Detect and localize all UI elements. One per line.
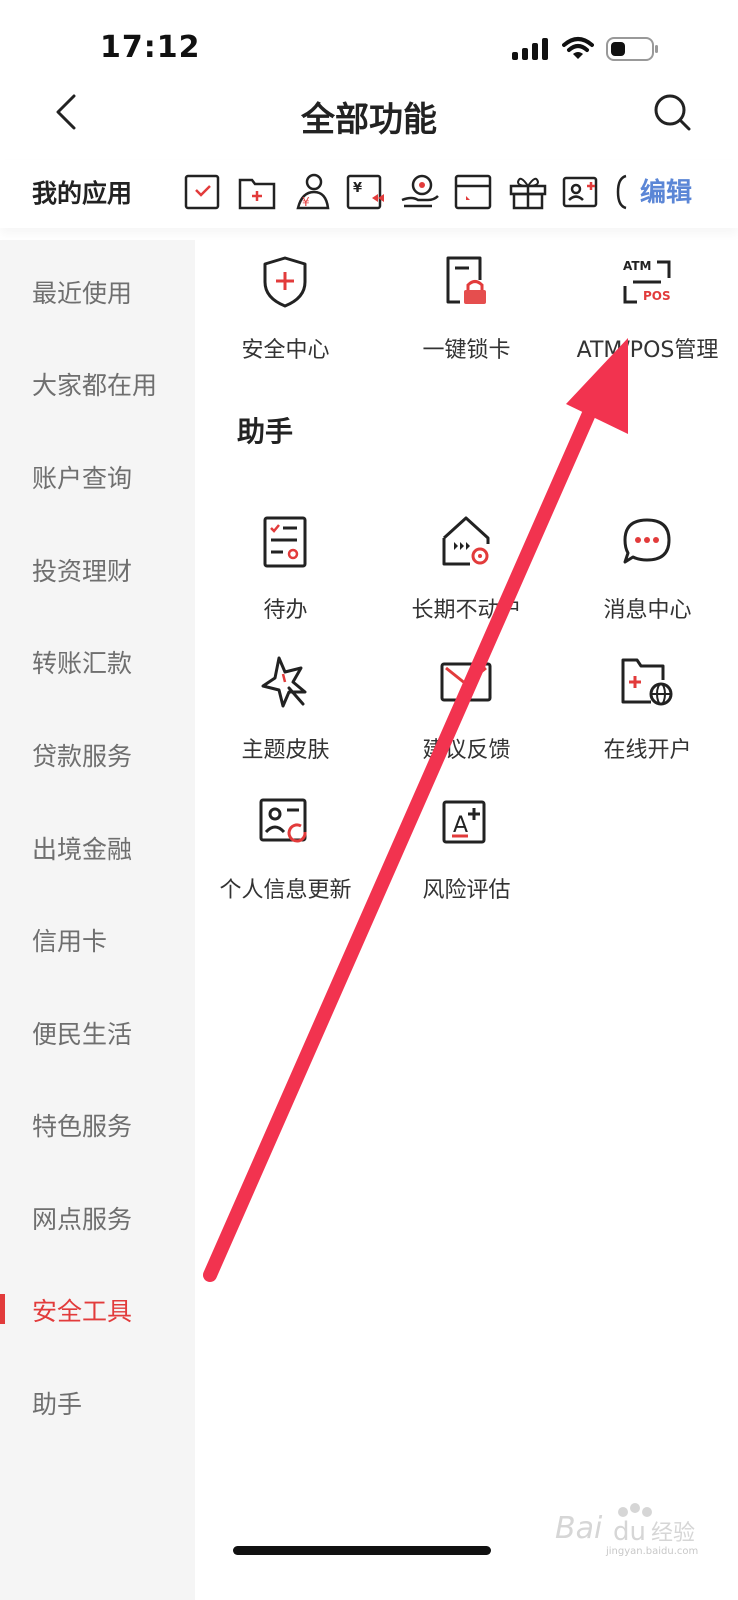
svg-text:¥: ¥ [302, 195, 310, 209]
online-account-opening-button[interactable]: 在线开户 [557, 652, 738, 772]
item-label: 在线开户 [603, 738, 692, 763]
sidebar-item-recent[interactable]: 最近使用 [0, 244, 195, 336]
sidebar-item-label: 特色服务 [32, 1112, 133, 1141]
sidebar-item-credit-card[interactable]: 信用卡 [0, 892, 195, 984]
item-label: 建议反馈 [422, 738, 511, 763]
sidebar-item-convenience[interactable]: 便民生活 [0, 985, 195, 1077]
dormant-account-button[interactable]: 长期不动户 [376, 512, 557, 632]
risk-assessment-icon: A [442, 800, 486, 844]
sidebar-item-assistant[interactable]: 助手 [0, 1355, 195, 1447]
sidebar-item-label: 账户查询 [32, 464, 133, 493]
page-title: 全部功能 [301, 100, 437, 140]
card-check-icon[interactable] [182, 170, 226, 214]
partial-icon[interactable] [614, 170, 632, 214]
item-label: 主题皮肤 [241, 738, 330, 763]
sidebar-item-label: 大家都在用 [32, 371, 158, 400]
home-indicator[interactable] [233, 1546, 491, 1555]
profile-update-icon [259, 798, 307, 843]
item-label: 风险评估 [422, 878, 511, 903]
sidebar-item-label: 最近使用 [32, 279, 133, 308]
svg-text:POS: POS [643, 289, 671, 303]
svg-text:¥: ¥ [353, 181, 362, 196]
feedback-button[interactable]: 建议反馈 [376, 652, 557, 772]
item-label: 长期不动户 [411, 598, 522, 623]
sidebar-item-account-inquiry[interactable]: 账户查询 [0, 429, 195, 521]
shield-plus-icon [263, 256, 307, 308]
sidebar-item-featured[interactable]: 特色服务 [0, 1077, 195, 1169]
sidebar-item-label: 安全工具 [32, 1297, 133, 1326]
sidebar-item-label: 投资理财 [32, 557, 133, 586]
item-label: 个人信息更新 [219, 878, 352, 903]
sidebar-item-label: 便民生活 [32, 1020, 133, 1049]
personal-info-update-button[interactable]: 个人信息更新 [195, 792, 376, 912]
svg-text:ATM: ATM [623, 259, 651, 273]
sidebar-item-security-tools[interactable]: 安全工具 [0, 1262, 195, 1354]
section-title-assistant: 助手 [237, 415, 294, 448]
lock-card-button[interactable]: 一键锁卡 [376, 252, 557, 372]
todo-button[interactable]: 待办 [195, 512, 376, 632]
my-apps-bar: 我的应用 ¥ ¥ [0, 160, 738, 228]
sidebar-item-loans[interactable]: 贷款服务 [0, 707, 195, 799]
search-icon[interactable] [650, 90, 694, 134]
sidebar-item-branch[interactable]: 网点服务 [0, 1170, 195, 1262]
item-label: 待办 [263, 598, 308, 623]
security-center-button[interactable]: 安全中心 [195, 252, 376, 372]
category-sidebar: 最近使用 大家都在用 账户查询 投资理财 转账汇款 贷款服务 出境金融 信用卡 … [0, 240, 195, 1600]
sidebar-item-label: 助手 [32, 1390, 83, 1419]
card-lock-icon [446, 256, 486, 304]
sidebar-item-label: 转账汇款 [32, 649, 133, 678]
signal-icon [512, 38, 548, 60]
svg-text:A: A [453, 813, 468, 838]
theme-star-icon [261, 656, 307, 708]
card-slot-icon[interactable] [452, 170, 496, 214]
baidu-watermark-logo: Bai du 经验 [555, 1503, 695, 1547]
chat-bubble-icon [623, 518, 671, 564]
item-label: ATM/POS管理 [576, 338, 719, 363]
edit-button[interactable]: 编辑 [640, 178, 693, 208]
message-center-button[interactable]: 消息中心 [557, 512, 738, 632]
status-bar: 17:12 [0, 0, 738, 90]
sidebar-item-label: 贷款服务 [32, 742, 133, 771]
user-yuan-icon[interactable]: ¥ [290, 170, 334, 214]
sidebar-item-transfer[interactable]: 转账汇款 [0, 614, 195, 706]
id-card-plus-icon[interactable] [560, 170, 604, 214]
folder-plus-icon[interactable] [236, 170, 280, 214]
my-apps-label: 我的应用 [32, 179, 133, 208]
svg-text:经验: 经验 [651, 1521, 695, 1546]
sidebar-item-cross-border[interactable]: 出境金融 [0, 800, 195, 892]
gift-icon[interactable] [506, 170, 550, 214]
battery-icon [606, 37, 658, 61]
atm-pos-management-button[interactable]: ATM POS ATM/POS管理 [557, 252, 738, 372]
svg-text:Bai: Bai [555, 1511, 603, 1546]
online-account-icon [621, 658, 673, 706]
watermark-url: jingyan.baidu.com [606, 1546, 699, 1557]
status-time: 17:12 [100, 30, 201, 65]
item-label: 一键锁卡 [422, 338, 511, 363]
todo-list-icon [263, 516, 307, 568]
hand-coin-icon[interactable] [398, 170, 442, 214]
risk-assessment-button[interactable]: A 风险评估 [376, 792, 557, 912]
sidebar-item-label: 网点服务 [32, 1205, 133, 1234]
wifi-icon [562, 37, 594, 59]
item-label: 消息中心 [603, 598, 692, 623]
back-button[interactable] [46, 90, 86, 134]
sidebar-item-investment[interactable]: 投资理财 [0, 522, 195, 614]
active-indicator [0, 1294, 5, 1324]
sidebar-item-label: 信用卡 [32, 927, 108, 956]
yuan-rewind-icon[interactable]: ¥ [344, 170, 388, 214]
svg-text:du: du [613, 1517, 646, 1547]
theme-skin-button[interactable]: 主题皮肤 [195, 652, 376, 772]
nav-header: 全部功能 [0, 80, 738, 150]
envelope-icon [440, 662, 492, 702]
sidebar-item-popular[interactable]: 大家都在用 [0, 336, 195, 428]
my-apps-icons: ¥ ¥ [182, 170, 632, 214]
sidebar-item-label: 出境金融 [32, 835, 133, 864]
item-label: 安全中心 [241, 338, 330, 363]
function-content: 安全中心 一键锁卡 ATM POS ATM/POS管理 助手 [195, 240, 738, 1600]
atm-pos-icon: ATM POS [623, 259, 671, 304]
dormant-account-icon [442, 516, 490, 566]
